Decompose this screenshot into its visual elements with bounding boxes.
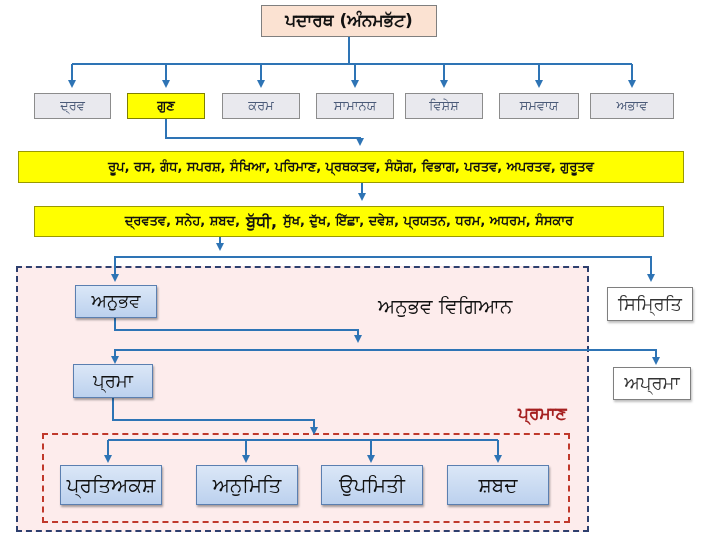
arrow-prama-down bbox=[112, 398, 318, 435]
anubhav-node: ਅਨੁਭਵ bbox=[75, 285, 157, 318]
praman-shabad: ਸ਼ਬਦ bbox=[447, 465, 549, 505]
arrow-gun-to-qualities bbox=[165, 119, 364, 146]
root-node: ਪਦਾਰਥ (ਅੰਨਮਭੱਟ) bbox=[261, 5, 437, 37]
qualities-row-2-before: ਦ੍ਰਵਤਵ, ਸਨੇਹ, ਸ਼ਬਦ, bbox=[124, 214, 241, 229]
category-dravya: ਦ੍ਰਵ bbox=[34, 93, 111, 119]
split-budhi-line bbox=[114, 256, 652, 280]
praman-group-frame bbox=[42, 433, 570, 523]
category-vishesh: ਵਿਸ਼ੇਸ਼ bbox=[405, 93, 483, 119]
anubhav-vigyan-label: ਅਨੁਭਵ ਵਿਗਿਆਨ bbox=[378, 294, 513, 318]
category-abhav: ਅਭਾਵ bbox=[590, 93, 674, 119]
category-samvay: ਸਮਵਾਯ bbox=[499, 93, 579, 119]
aprama-node: ਅਪ੍ਰਮਾ bbox=[613, 367, 691, 400]
qualities-row-2-after: ਸੁੱਖ, ਦੁੱਖ, ਇੱਛਾ, ਦਵੇਸ਼, ਪ੍ਰਯਤਨ, ਧਰਮ, ਅਧ… bbox=[283, 214, 574, 229]
prama-node: ਪ੍ਰਮਾ bbox=[73, 364, 153, 398]
budhi-term: ਬੁੱਧੀ, bbox=[246, 211, 278, 231]
praman-upmiti: ਉਪਮਿਤੀ bbox=[321, 465, 423, 505]
qualities-row-2: ਦ੍ਰਵਤਵ, ਸਨੇਹ, ਸ਼ਬਦ, ਬੁੱਧੀ, ਸੁੱਖ, ਦੁੱਖ, ਇ… bbox=[34, 206, 664, 237]
praman-label: ਪ੍ਰਮਾਣ bbox=[518, 404, 567, 424]
qualities-row-1: ਰੂਪ, ਰਸ, ਗੰਧ, ਸਪਰਸ਼, ਸੰਖਿਆ, ਪਰਿਮਾਣ, ਪ੍ਰਥ… bbox=[18, 151, 684, 183]
arrow-anubhav-down bbox=[114, 318, 362, 343]
praman-pratyaksh: ਪ੍ਰਤਿਅਕਸ਼ bbox=[60, 465, 162, 505]
category-gun: ਗੁਣ bbox=[127, 93, 205, 119]
category-samanya: ਸਾਮਾਨਯ bbox=[316, 93, 394, 119]
split-anubhav-line bbox=[114, 349, 657, 363]
smriti-node: ਸਿਮ੍ਰਿਤਿ bbox=[607, 287, 693, 321]
category-karam: ਕਰਮ bbox=[222, 93, 300, 119]
praman-anumiti: ਅਨੁਮਿਤਿ bbox=[196, 465, 298, 505]
